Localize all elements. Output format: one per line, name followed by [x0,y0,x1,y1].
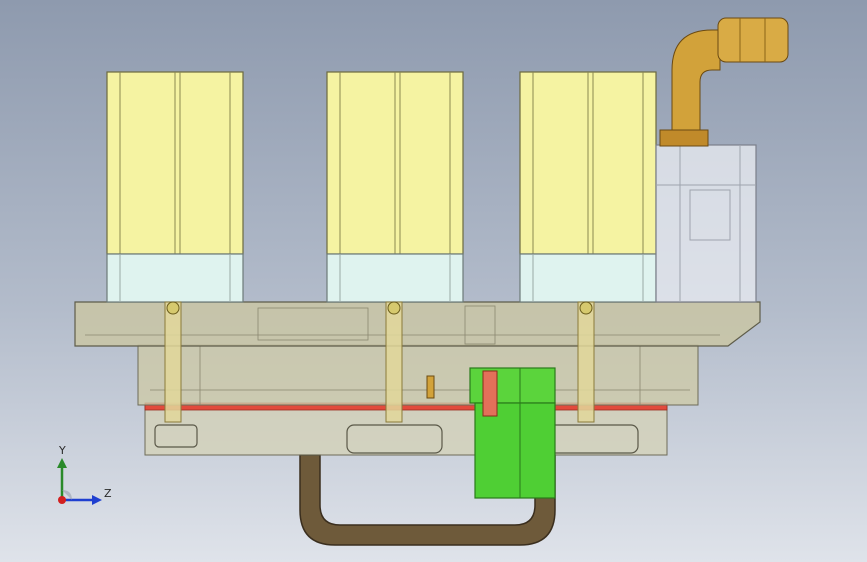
motor-2 [326,71,464,303]
right-housing [655,144,757,303]
motor-1 [106,71,244,303]
green-connector-block [469,367,556,499]
motor-3 [519,71,657,303]
axis-triad [57,458,102,505]
brass-pin [426,375,435,399]
z-axis-label: Z [104,487,112,500]
nozzle-rods [164,301,595,423]
y-axis-label: Y [58,444,66,457]
brass-elbow-fitting [659,17,789,147]
middle-block [137,344,699,406]
